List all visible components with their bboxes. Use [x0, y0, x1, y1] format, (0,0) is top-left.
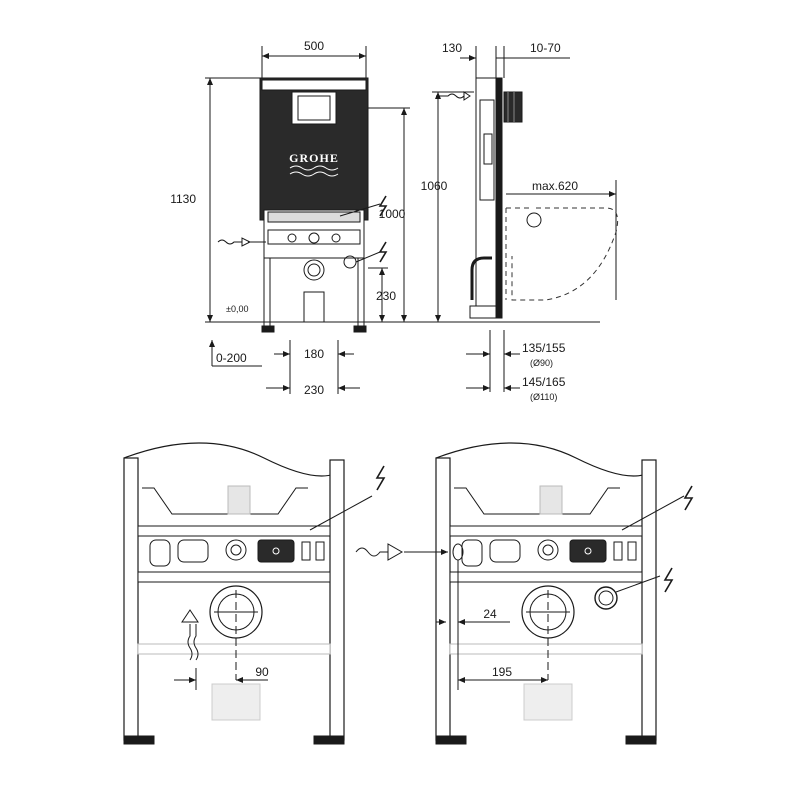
detail-left: [123, 442, 386, 745]
dim-height-1060: 1060: [421, 179, 448, 193]
dim-outlet-a-note: (Ø90): [530, 358, 553, 368]
extra-socket: [594, 586, 618, 610]
dim-outlet-b-note: (Ø110): [530, 392, 557, 402]
logo-waves: [289, 165, 339, 171]
dim-floor-adjust: 0-200: [216, 351, 247, 365]
floor-level-label: ±0,00: [226, 304, 248, 314]
dim-offset-24: 24: [483, 607, 497, 621]
ghost-toilet: [506, 207, 619, 301]
dim-outlet-b: 145/165: [522, 375, 566, 389]
dim-drain-230: 230: [304, 383, 324, 397]
grohe-logo: GROHE: [289, 151, 339, 165]
power-symbol-left: [375, 465, 386, 491]
power-symbol-right-1: [683, 485, 694, 511]
power-module-right: [569, 539, 607, 563]
dim-drain-180: 180: [304, 347, 324, 361]
flush-plate: [291, 91, 337, 125]
dim-width-500: 500: [304, 39, 324, 53]
front-view: GROHE: [205, 46, 440, 394]
dim-wall-gap: 10-70: [530, 41, 561, 55]
power-symbol-right-2: [663, 567, 674, 593]
dim-height-230: 230: [376, 289, 396, 303]
dim-offset-195: 195: [492, 665, 512, 679]
dim-depth-130: 130: [442, 41, 462, 55]
water-inlet-symbol: [217, 237, 252, 247]
power-symbol-2: [378, 241, 388, 263]
side-view: [432, 46, 619, 392]
drain-bend: [303, 259, 325, 281]
dim-outlet-a: 135/155: [522, 341, 566, 355]
power-module-left: [257, 539, 295, 563]
dim-offset-90: 90: [255, 665, 269, 679]
frame-top-cap: [261, 79, 367, 91]
dim-height-1000: 1000: [379, 207, 406, 221]
detail-right: [355, 442, 694, 745]
water-inlet-detail: [355, 543, 404, 561]
dim-max-projection: max.620: [532, 179, 578, 193]
flush-plate-inner: [297, 95, 331, 121]
power-symbol-1: [378, 195, 388, 217]
dim-height-1130: 1130: [170, 192, 196, 206]
